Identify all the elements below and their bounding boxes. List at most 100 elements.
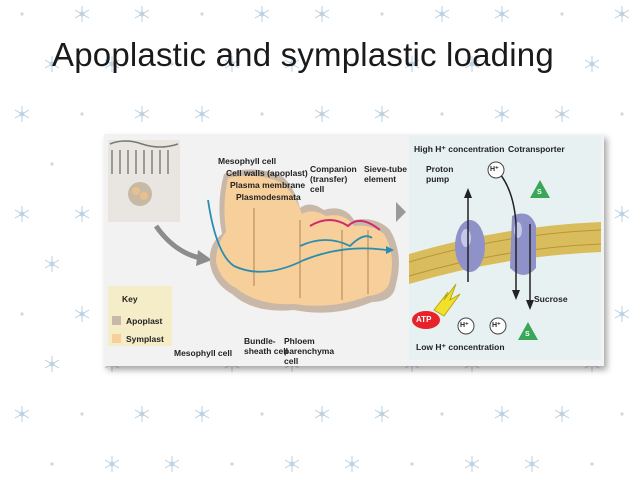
snowflake-icon: [80, 412, 84, 416]
cotransporter-icon: [510, 213, 536, 275]
label-plasma-membrane: Plasma membrane: [230, 180, 306, 190]
snowflake-icon: [314, 5, 330, 23]
label-companion-cell: Companion (transfer) cell: [310, 164, 357, 194]
cell-chain: [209, 169, 399, 313]
snowflake-icon: [44, 355, 60, 373]
h-ion-top: [487, 161, 505, 179]
key-box: Key Apoplast Symplast: [108, 286, 172, 346]
snowflake-icon: [560, 12, 564, 16]
snowflake-icon: [620, 412, 624, 416]
slide-title: Apoplastic and symplastic loading: [52, 36, 554, 73]
snowflake-icon: [230, 462, 234, 466]
snowflake-icon: [104, 455, 120, 473]
snowflake-icon: [374, 105, 390, 123]
snowflake-icon: [374, 405, 390, 423]
snowflake-icon: [614, 5, 630, 23]
key-symplast: Symplast: [126, 334, 164, 344]
membrane-bilayer: [408, 222, 602, 284]
cotransport-arrow-h: [499, 173, 517, 294]
sucrose-bottom-icon: [518, 322, 538, 340]
snowflake-icon: [494, 405, 510, 423]
snowflake-icon: [74, 305, 90, 323]
snowflake-icon: [494, 5, 510, 23]
snowflake-icon: [434, 5, 450, 23]
snowflake-icon: [164, 455, 180, 473]
snowflake-icon: [20, 312, 24, 316]
snowflake-icon: [620, 112, 624, 116]
snowflake-icon: [554, 105, 570, 123]
snowflake-icon: [524, 455, 540, 473]
snowflake-icon: [50, 162, 54, 166]
label-low-concentration: Low H⁺ concentration: [416, 342, 505, 352]
label-mesophyll-cell-bottom: Mesophyll cell: [174, 348, 233, 358]
snowflake-icon: [284, 455, 300, 473]
label-cotransporter: Cotransporter: [508, 144, 565, 154]
snowflake-icon: [134, 105, 150, 123]
snowflake-icon: [314, 105, 330, 123]
snowflake-icon: [590, 462, 594, 466]
snowflake-icon: [254, 5, 270, 23]
snowflake-icon: [134, 5, 150, 23]
apoplast-swatch: [112, 316, 121, 325]
snowflake-icon: [134, 405, 150, 423]
phloem-loading-figure: Mesophyll cell Cell walls (apoplast) Pla…: [104, 134, 604, 366]
symplast-path-arrowhead: [386, 246, 394, 254]
leaf-thumbnail-icon: [108, 140, 180, 222]
h-ion-bottom-1-label: H⁺: [460, 322, 469, 329]
snowflake-icon: [410, 462, 414, 466]
snowflake-icon: [260, 412, 264, 416]
symplast-swatch: [112, 334, 121, 343]
figure-drawing: [108, 140, 602, 340]
snowflake-icon: [554, 405, 570, 423]
snowflake-icon: [14, 205, 30, 223]
snowflake-icon: [194, 105, 210, 123]
snowflake-icon: [50, 462, 54, 466]
key-title: Key: [122, 294, 138, 304]
snowflake-icon: [14, 105, 30, 123]
h-ion-bottom-1: [457, 317, 475, 335]
snowflake-icon: [44, 255, 60, 273]
sucrose-bottom-label: S: [525, 331, 530, 338]
label-cell-walls: Cell walls (apoplast): [226, 168, 308, 178]
snowflake-icon: [20, 12, 24, 16]
snowflake-icon: [344, 455, 360, 473]
snowflake-icon: [614, 205, 630, 223]
h-ion-top-label: H⁺: [490, 166, 499, 173]
snowflake-icon: [614, 305, 630, 323]
snowflake-icon: [464, 455, 480, 473]
snowflake-icon: [194, 405, 210, 423]
atp-badge: [412, 311, 440, 329]
snowflake-icon: [74, 5, 90, 23]
label-high-concentration: High H⁺ concentration: [414, 144, 505, 154]
snowflake-icon: [440, 112, 444, 116]
atp-label: ATP: [416, 315, 432, 324]
snowflake-icon: [200, 12, 204, 16]
apoplast-path-arrow: [299, 235, 373, 248]
label-plasmodesmata: Plasmodesmata: [236, 192, 301, 202]
label-phloem-parenchyma: Phloem parenchyma cell: [284, 336, 335, 366]
snowflake-icon: [440, 412, 444, 416]
label-bundle-sheath: Bundle-sheath cell: [244, 336, 288, 356]
label-sieve-tube: Sieve-tube element: [364, 164, 407, 184]
symplast-path-arrow: [207, 199, 387, 273]
snowflake-icon: [380, 12, 384, 16]
snowflake-icon: [80, 112, 84, 116]
zoom-arrow: [153, 224, 201, 261]
label-mesophyll-cell-top: Mesophyll cell: [218, 156, 277, 166]
label-sucrose: Sucrose: [534, 294, 568, 304]
zoom-arrowhead: [196, 250, 212, 266]
label-proton-pump: Proton pump: [426, 164, 454, 184]
snowflake-icon: [260, 112, 264, 116]
panel-arrow: [396, 202, 406, 222]
snowflake-icon: [494, 105, 510, 123]
h-ion-bottom-2: [489, 317, 507, 335]
snowflake-icon: [74, 205, 90, 223]
sucrose-top-label: S: [537, 189, 542, 196]
snowflake-icon: [314, 405, 330, 423]
h-ion-bottom-2-label: H⁺: [492, 322, 501, 329]
energy-bolt-icon: [433, 283, 461, 317]
snowflake-icon: [584, 55, 600, 73]
snowflake-icon: [14, 405, 30, 423]
sucrose-top-icon: [530, 180, 550, 198]
key-apoplast: Apoplast: [126, 316, 163, 326]
